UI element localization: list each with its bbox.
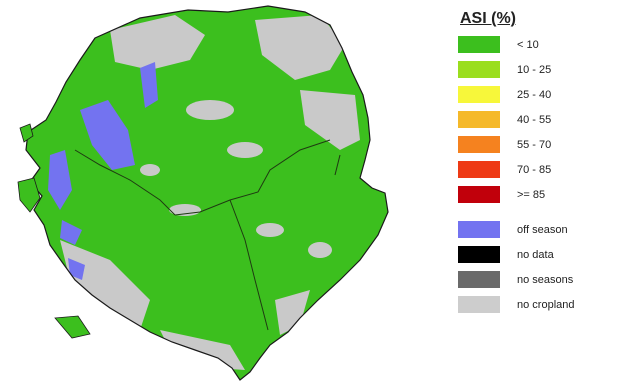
legend-swatch bbox=[458, 36, 500, 53]
off-season-areas bbox=[48, 62, 158, 280]
legend-swatch bbox=[458, 271, 500, 288]
legend-title: ASI (%) bbox=[460, 10, 516, 27]
legend-item-asi-gte-85: >= 85 bbox=[458, 185, 618, 204]
legend-label: off season bbox=[517, 223, 568, 236]
legend-item-no-cropland: no cropland bbox=[458, 295, 618, 314]
legend-item-asi-70-85: 70 - 85 bbox=[458, 160, 618, 179]
legend-item-asi-lt-10: < 10 bbox=[458, 35, 618, 54]
no-cropland-areas bbox=[60, 15, 360, 370]
asi-map bbox=[17, 5, 389, 381]
legend-item-asi-25-40: 25 - 40 bbox=[458, 85, 618, 104]
legend-swatch bbox=[458, 61, 500, 78]
legend-item-off-season: off season bbox=[458, 220, 618, 239]
legend-gap bbox=[458, 210, 618, 220]
legend-label: 55 - 70 bbox=[517, 138, 552, 151]
legend-item-asi-55-70: 55 - 70 bbox=[458, 135, 618, 154]
legend-label: 70 - 85 bbox=[517, 163, 552, 176]
legend-item-asi-40-55: 40 - 55 bbox=[458, 110, 618, 129]
legend-item-asi-10-25: 10 - 25 bbox=[458, 60, 618, 79]
legend: ASI (%) < 10 10 - 25 25 - 40 40 - 55 55 … bbox=[458, 10, 618, 320]
legend-label: 25 - 40 bbox=[517, 88, 552, 101]
legend-swatch bbox=[458, 246, 500, 263]
legend-swatch bbox=[458, 161, 500, 178]
legend-swatch bbox=[458, 136, 500, 153]
legend-label: < 10 bbox=[517, 38, 539, 51]
legend-label: >= 85 bbox=[517, 188, 546, 201]
legend-swatch bbox=[458, 221, 500, 238]
legend-swatch bbox=[458, 186, 500, 203]
legend-item-no-data: no data bbox=[458, 245, 618, 264]
legend-label: 40 - 55 bbox=[517, 113, 552, 126]
province-boundaries bbox=[74, 139, 341, 331]
legend-label: no cropland bbox=[517, 298, 575, 311]
legend-label: 10 - 25 bbox=[517, 63, 552, 76]
legend-swatch bbox=[458, 111, 500, 128]
legend-label: no data bbox=[517, 248, 554, 261]
coastal-islands bbox=[17, 123, 91, 339]
legend-swatch bbox=[458, 86, 500, 103]
legend-item-no-seasons: no seasons bbox=[458, 270, 618, 289]
legend-label: no seasons bbox=[517, 273, 574, 286]
legend-swatch bbox=[458, 296, 500, 313]
